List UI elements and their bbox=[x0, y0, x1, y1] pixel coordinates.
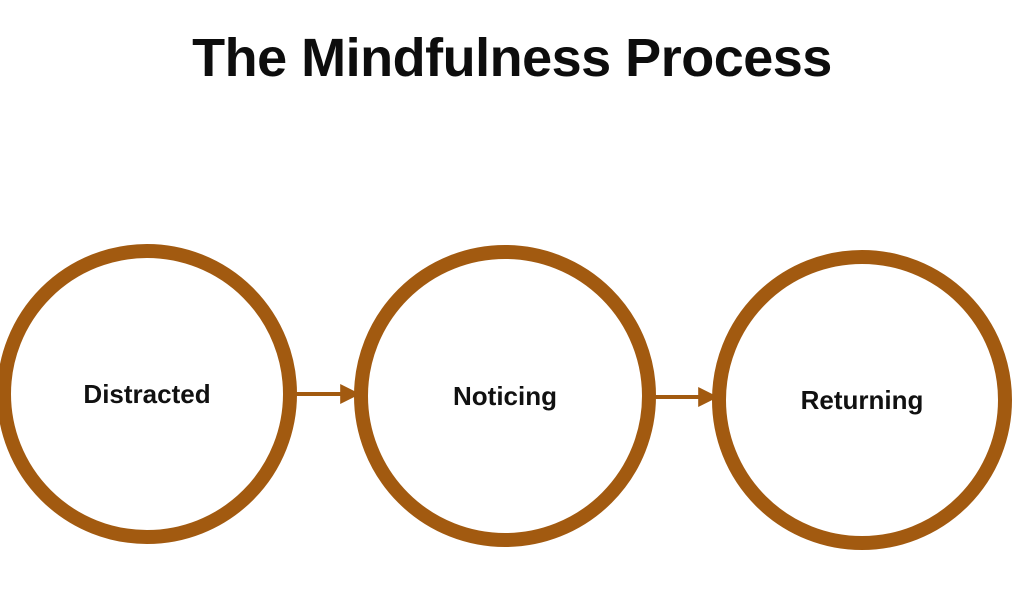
page-title: The Mindfulness Process bbox=[192, 28, 832, 88]
node-circle-noticing[interactable] bbox=[354, 245, 656, 547]
node-circle-returning[interactable] bbox=[712, 250, 1012, 550]
node-circle-distracted[interactable] bbox=[0, 244, 297, 544]
